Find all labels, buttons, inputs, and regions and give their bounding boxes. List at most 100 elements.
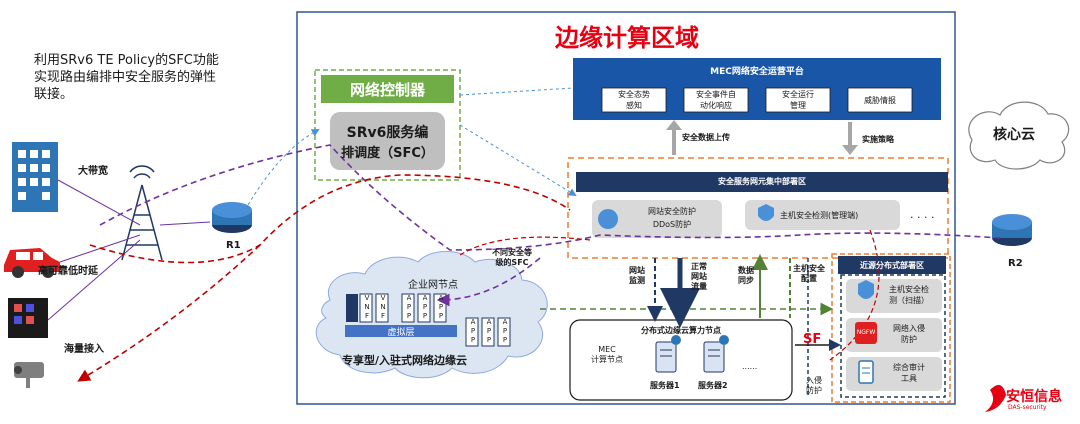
core-cloud-label: 核心云 <box>993 127 1035 143</box>
intro-line-1: 利用SRv6 TE Policy的SFC功能 <box>34 53 219 68</box>
central-ellipsis: . . . . <box>910 208 935 221</box>
intro-line-2: 实现路由编排中安全服务的弹性 <box>34 70 217 85</box>
upload-label: 安全数据上传 <box>682 133 730 142</box>
mec-item-3 <box>765 87 831 113</box>
broadband-label: 大带宽 <box>78 166 108 177</box>
sfc-path-purple-2 <box>436 257 541 307</box>
enterprise-cloud-label: 专享型/入驻式网络边缘云 <box>342 354 468 367</box>
server-1-icon <box>655 335 681 373</box>
virtual-layer-label: 虚拟层 <box>387 328 415 338</box>
central-svc-2-label: 主机安全检测(管理端) <box>780 211 859 220</box>
central-svc-1 <box>592 200 722 238</box>
sfc-label-line-1: SRv6服务编 <box>346 125 429 141</box>
flow-sync-label: 数据 同步 <box>738 266 754 285</box>
sfc-label-line-2: 排调度（SFC） <box>341 146 434 161</box>
app-block-4 <box>465 317 479 347</box>
nearby-item-2-label: 网络入侵 防护 <box>893 324 925 344</box>
link-iot <box>47 239 141 321</box>
massive-access-label: 海量接入 <box>64 344 104 355</box>
central-zone-title: 安全服务网元集中部署区 <box>718 177 806 186</box>
shield-icon-central-2 <box>758 204 774 221</box>
mec-item-1 <box>601 87 667 113</box>
central-zone-header <box>576 172 948 192</box>
app-block-6 <box>497 317 511 347</box>
mec-item-4 <box>847 87 913 113</box>
nearby-zone-border <box>831 253 951 403</box>
controller-header-bg <box>321 75 454 103</box>
nearby-inner-border <box>840 274 946 398</box>
audit-icon <box>858 360 874 384</box>
logo-sub-text: DAS-security <box>1008 404 1047 411</box>
car-icon <box>4 248 60 278</box>
app-label-6: A P P <box>502 318 508 344</box>
flow-traffic-label: 正常 网站 流量 <box>691 262 707 291</box>
controller-to-mec <box>459 87 574 96</box>
server-2-label: 服务器2 <box>698 381 728 390</box>
logo-text: 安恒信息 <box>1006 389 1062 405</box>
central-svc-1-label: 网站安全防护 DDoS防护 <box>648 207 696 229</box>
app-block-5 <box>481 317 495 347</box>
upload-arrow <box>666 120 682 155</box>
mec-platform-title: MEC网络安全运营平台 <box>710 67 804 77</box>
central-svc-2 <box>745 200 900 230</box>
sfc-path-red-4 <box>829 229 880 361</box>
vnf-block-1 <box>346 294 358 322</box>
flow-config-label: 主机安全 配置 <box>793 264 825 283</box>
intro-text: 利用SRv6 TE Policy的SFC功能 实现路由编排中安全服务的弹性 联接… <box>34 52 219 103</box>
router-r1-icon <box>212 202 252 233</box>
building-icon <box>12 142 58 212</box>
iot-screen-icon <box>8 298 48 338</box>
nearby-item-3-label: 综合审计 工具 <box>893 363 925 383</box>
server-dots: ...... <box>742 362 758 371</box>
mec-item-2-label: 安全事件自 动化响应 <box>696 90 736 110</box>
sfc-path-purple <box>99 144 1001 251</box>
camera-icon <box>14 362 44 388</box>
app-label-2: A P P <box>422 294 428 320</box>
controller-to-r1 <box>244 129 320 211</box>
server-1-label: 服务器1 <box>650 381 680 390</box>
strategy-label: 实施策略 <box>862 135 894 144</box>
intrusion-label: 入侵 防护 <box>806 376 822 395</box>
app-block-1 <box>401 293 415 323</box>
sfc-path-red-3 <box>459 236 591 256</box>
sfc-levels-label: 不同安全等 级的SFC <box>492 248 532 267</box>
vnf-label-1: V N F <box>364 294 370 320</box>
shield-icon-central-1 <box>598 209 618 229</box>
tower-icon <box>121 165 163 261</box>
vnf-block-3 <box>375 293 389 323</box>
app-label-4: A P P <box>470 318 476 344</box>
virtual-layer-bar <box>345 325 457 337</box>
strategy-arrow <box>842 122 858 155</box>
router-r2-label: R2 <box>1008 258 1023 269</box>
mec-item-3-label: 安全运行 管理 <box>782 90 814 110</box>
sfc-path-red-2 <box>77 244 261 382</box>
logo-mark-icon <box>985 385 1006 412</box>
low-latency-label: 高可靠低时延 <box>38 266 98 277</box>
mec-item-2 <box>683 87 749 113</box>
host-scan-icon <box>858 280 874 299</box>
nearby-zone-header <box>838 256 946 274</box>
edge-region-title: 边缘计算区域 <box>555 24 699 52</box>
link-building <box>57 179 141 226</box>
app-label-5: A P P <box>486 318 492 344</box>
mec-item-1-label: 安全态势 感知 <box>618 90 650 110</box>
ngfw-label: NGFW <box>856 329 876 336</box>
controller-header: 网络控制器 <box>349 81 425 99</box>
core-cloud <box>968 101 1070 170</box>
vnf-label-2: V N F <box>380 294 386 320</box>
mec-item-4-label: 威胁情报 <box>864 96 896 105</box>
server-2-icon <box>703 335 729 373</box>
router-r1-label: R1 <box>226 240 241 251</box>
mec-compute-label: MEC 计算节点 <box>591 345 623 364</box>
distributed-title: 分布式边缘云算力节点 <box>641 326 721 335</box>
controller-to-central <box>459 124 577 197</box>
flow-monitor-label: 网站 监测 <box>629 266 645 285</box>
sf-label: SF <box>803 332 822 347</box>
nearby-item-1-label: 主机安全检 测（扫描） <box>889 285 929 305</box>
sfc-path-red-1 <box>89 174 571 264</box>
link-tower-r1 <box>159 221 211 226</box>
edge-region-border <box>296 11 956 405</box>
intro-line-3: 联接。 <box>34 87 74 102</box>
enterprise-node-label: 企业网节点 <box>408 280 458 291</box>
